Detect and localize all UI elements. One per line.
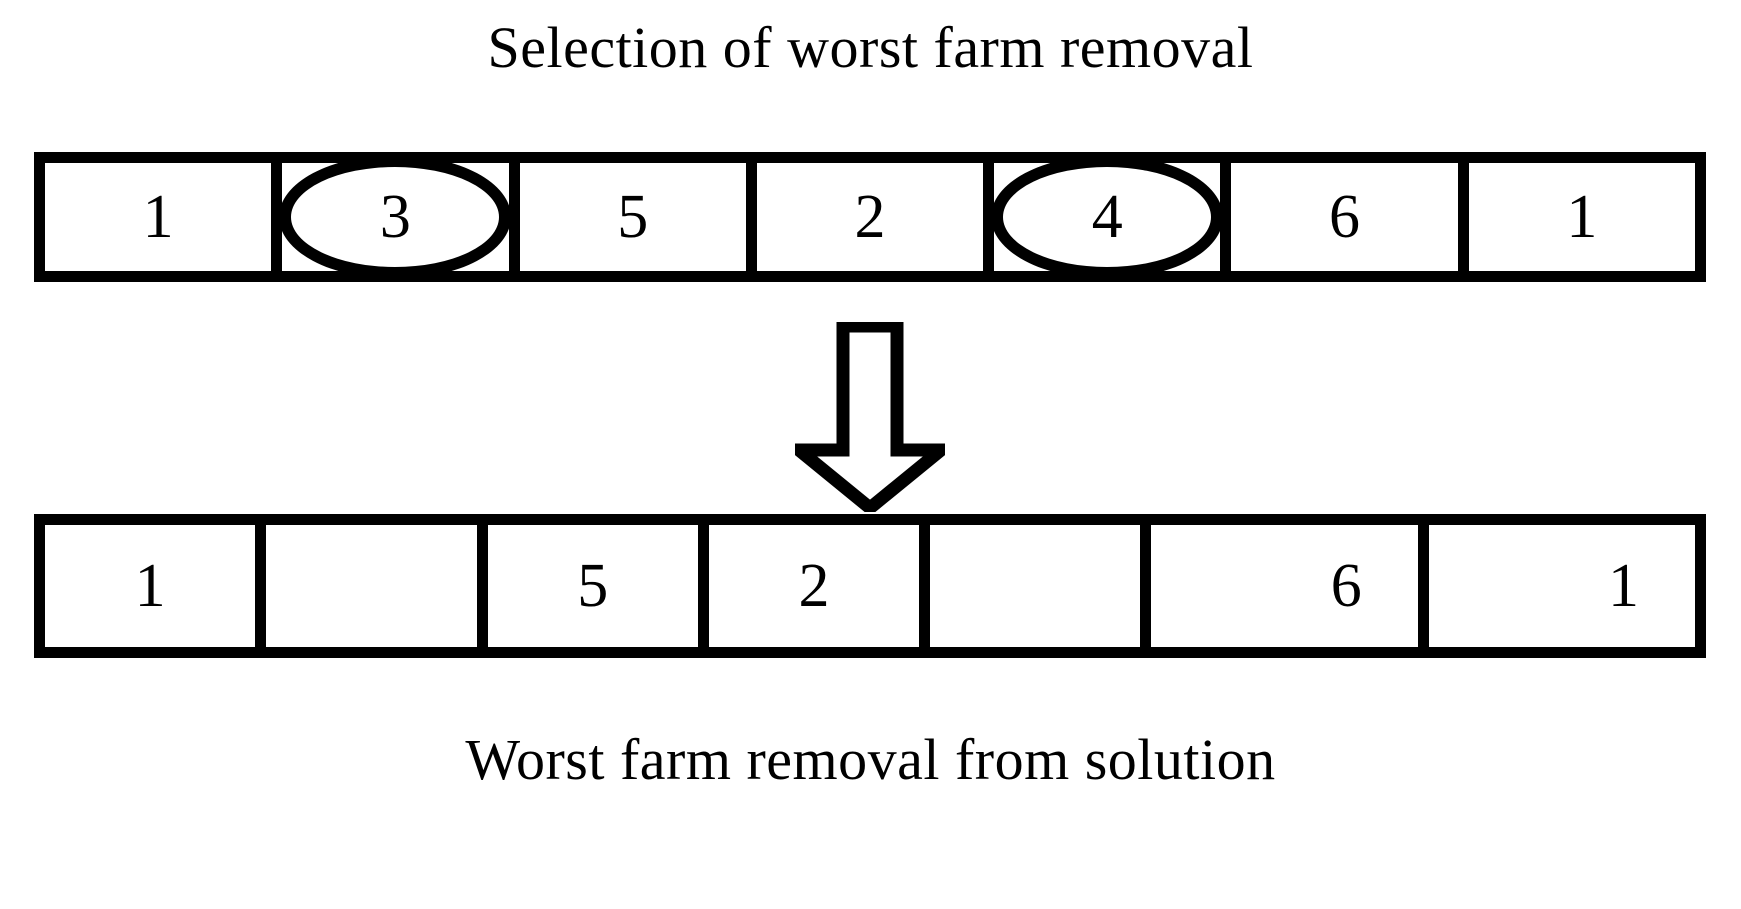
cell-value: 5 xyxy=(577,552,609,620)
cell-before-3[interactable]: 2 xyxy=(756,163,995,271)
cell-value: 1 xyxy=(134,552,166,620)
page-title-top: Selection of worst farm removal xyxy=(487,15,1254,80)
cell-value: 1 xyxy=(1607,552,1639,620)
cell-before-6[interactable]: 1 xyxy=(1468,163,1695,271)
down-block-arrow-icon xyxy=(795,322,945,512)
cell-value: 2 xyxy=(854,183,886,251)
cell-value: 1 xyxy=(142,183,174,251)
cell-before-1[interactable]: 3 xyxy=(279,155,520,279)
solution-row-before: 1 3 5 2 4 6 1 xyxy=(34,152,1706,282)
cell-after-3[interactable]: 2 xyxy=(708,525,931,647)
cell-after-4-empty[interactable] xyxy=(930,525,1152,647)
cell-before-2[interactable]: 5 xyxy=(519,163,757,271)
cell-after-5[interactable]: 6 xyxy=(1151,525,1429,647)
cell-after-0[interactable]: 1 xyxy=(45,525,267,647)
cell-value: 6 xyxy=(1329,183,1361,251)
cell-before-5[interactable]: 6 xyxy=(1231,163,1469,271)
cell-value: 4 xyxy=(1091,183,1123,251)
cell-value: 1 xyxy=(1566,183,1598,251)
cell-before-0[interactable]: 1 xyxy=(45,163,283,271)
solution-row-after: 1 5 2 6 1 xyxy=(34,514,1706,658)
cell-value: 2 xyxy=(798,552,830,620)
page-title-bottom: Worst farm removal from solution xyxy=(465,727,1276,792)
cell-after-6[interactable]: 1 xyxy=(1428,525,1695,647)
cell-after-1-empty[interactable] xyxy=(266,525,488,647)
cell-value: 6 xyxy=(1330,552,1362,620)
cell-value: 5 xyxy=(617,183,649,251)
cell-value: 3 xyxy=(379,183,411,251)
cell-before-4[interactable]: 4 xyxy=(991,155,1232,279)
cell-after-2[interactable]: 5 xyxy=(487,525,709,647)
